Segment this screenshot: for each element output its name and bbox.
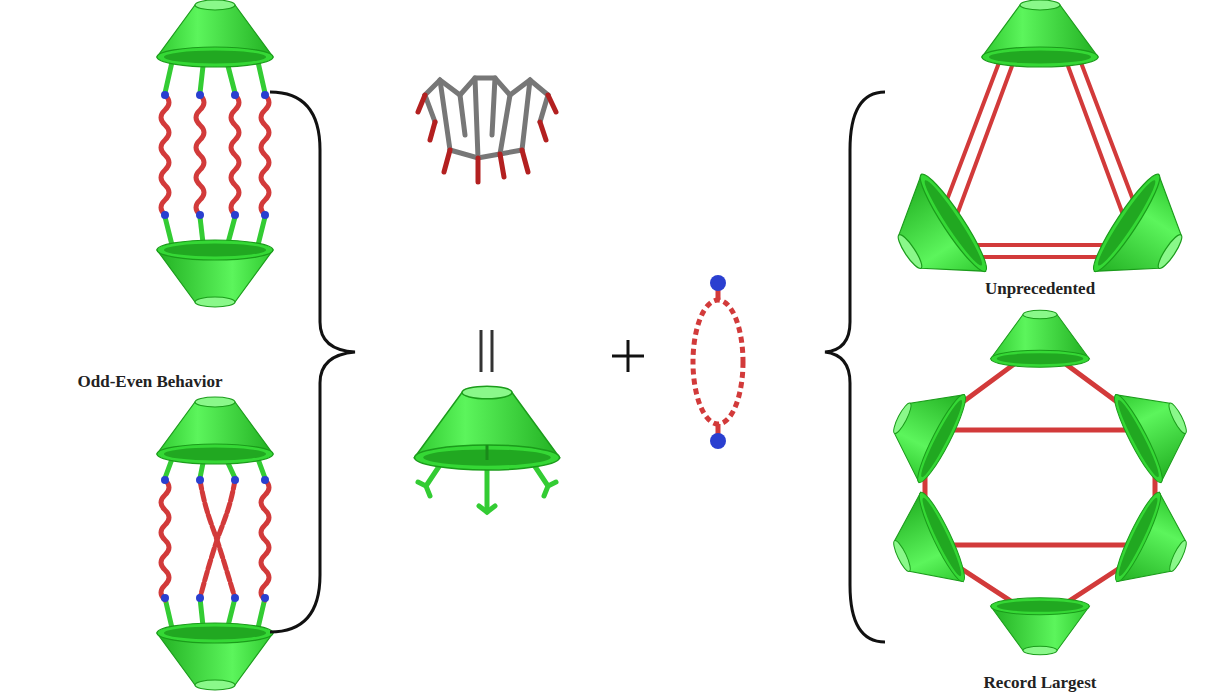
linker-wave xyxy=(261,480,269,600)
linker-wave xyxy=(161,480,169,600)
capsule-cage-odd xyxy=(157,397,273,690)
nitrogen-dots xyxy=(161,91,269,219)
linker-crossed xyxy=(200,480,235,598)
triangle-cage xyxy=(874,0,1206,303)
equals-sign xyxy=(481,330,492,372)
cage-legs xyxy=(165,459,265,628)
cavitand-cone xyxy=(157,240,273,307)
linker-wave xyxy=(231,95,239,215)
linker-wave xyxy=(261,95,269,215)
nitrogen-dots xyxy=(161,476,269,602)
curly-bracket xyxy=(270,92,355,632)
cage-legs xyxy=(165,62,265,245)
cavitand-schematic xyxy=(415,386,560,512)
plus-sign xyxy=(612,340,644,372)
linker-crossed xyxy=(200,480,235,598)
capsule-cage-even xyxy=(157,0,273,307)
curly-bracket xyxy=(825,92,885,642)
calixarene-model xyxy=(418,78,556,182)
linker-wave xyxy=(196,95,204,215)
diamine-linker xyxy=(693,275,743,449)
caption-label: Unprecedented xyxy=(985,279,1095,299)
large-cage xyxy=(876,310,1204,655)
cavitand-cone xyxy=(157,397,273,464)
linker-wave xyxy=(161,95,169,215)
cavitand-cone xyxy=(157,0,273,67)
cavitand-cone xyxy=(157,623,273,690)
caption-label: Record Largest xyxy=(984,673,1097,693)
caption-label: Odd-Even Behavior xyxy=(78,372,223,392)
